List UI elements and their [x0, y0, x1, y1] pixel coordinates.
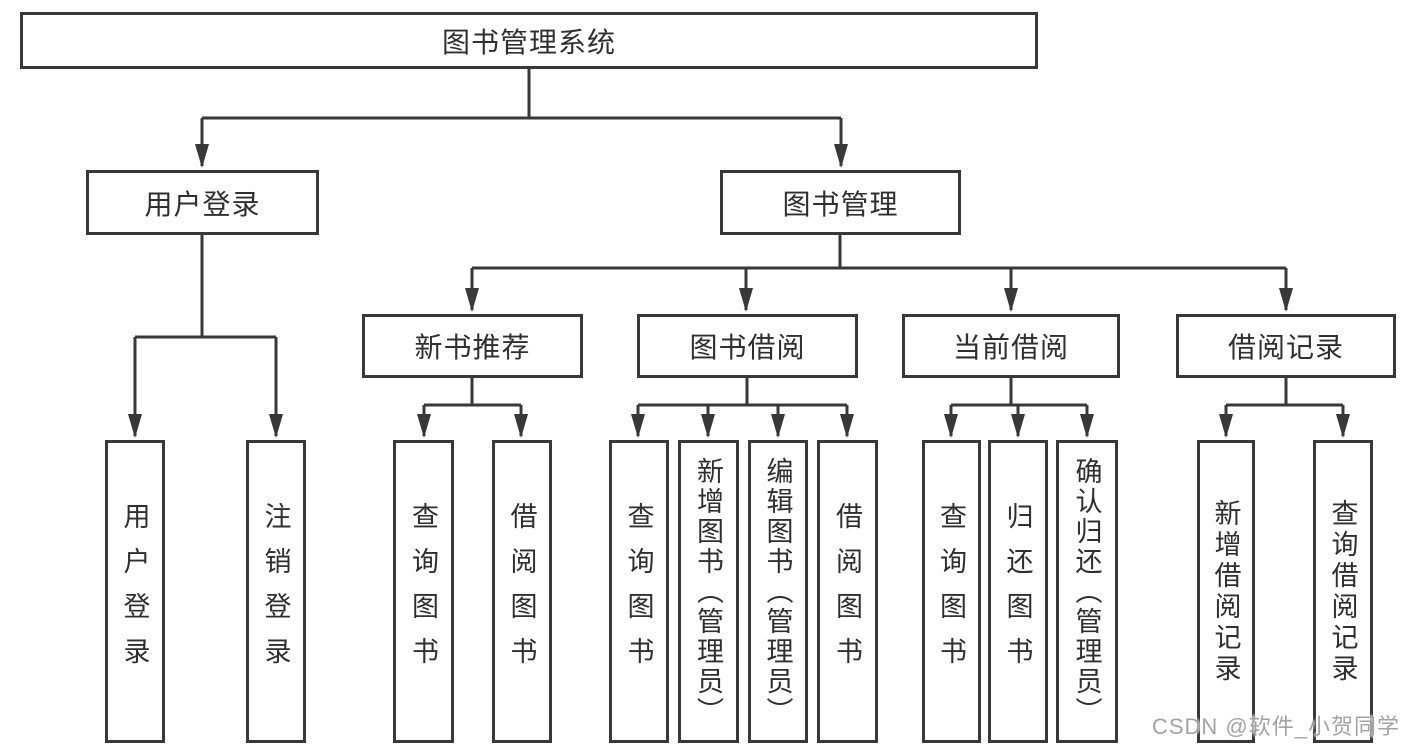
node-label: 新书推荐: [414, 332, 531, 363]
node-label: 图书借阅: [689, 332, 806, 363]
watermark: CSDN @软件_小贺同学: [1151, 714, 1400, 739]
leaf-borrow-books-recommend: 借阅图书: [492, 440, 552, 743]
leaf-edit-book-admin: 编辑图书（管理员）: [748, 440, 808, 743]
leaf-borrow-books-borrowing: 借阅图书: [817, 440, 878, 743]
node-label: 图书管理系统: [441, 26, 616, 58]
node-new-book-recommend: 新书推荐: [362, 314, 583, 378]
node-user-login: 用户登录: [86, 170, 319, 235]
node-book-borrowing: 图书借阅: [637, 314, 858, 378]
node-book-management: 图书管理: [720, 170, 961, 235]
node-label: 用户登录: [144, 188, 261, 220]
leaf-label: 新增图书（管理员）: [693, 456, 723, 727]
leaf-add-book-admin: 新增图书（管理员）: [678, 440, 739, 743]
leaf-label: 查询图书: [408, 501, 438, 682]
leaf-confirm-return-admin: 确认归还（管理员）: [1056, 440, 1118, 743]
leaf-query-books-current: 查询图书: [922, 440, 981, 743]
leaf-user-login: 用户登录: [105, 440, 165, 743]
leaf-query-books-recommend: 查询图书: [393, 440, 454, 743]
node-library-management-system: 图书管理系统: [20, 12, 1038, 69]
leaf-label: 编辑图书（管理员）: [762, 456, 793, 727]
leaf-query-books-borrowing: 查询图书: [609, 440, 669, 743]
node-label: 当前借阅: [952, 332, 1069, 363]
leaf-label: 注销登录: [260, 501, 291, 682]
leaf-logout: 注销登录: [246, 440, 306, 743]
leaf-label: 借阅图书: [832, 501, 862, 682]
leaf-label: 用户登录: [119, 501, 150, 682]
leaf-label: 借阅图书: [506, 501, 537, 682]
node-borrowing-records: 借阅记录: [1176, 314, 1396, 378]
node-label: 借阅记录: [1227, 332, 1344, 363]
node-current-borrowing: 当前借阅: [902, 314, 1120, 378]
leaf-add-borrow-record: 新增借阅记录: [1197, 440, 1255, 743]
leaf-label: 查询借阅记录: [1327, 498, 1358, 685]
leaf-query-borrow-record: 查询借阅记录: [1313, 440, 1373, 743]
node-label: 图书管理: [782, 188, 899, 220]
leaf-label: 确认归还（管理员）: [1071, 456, 1102, 727]
leaf-label: 查询图书: [623, 501, 654, 682]
leaf-return-books: 归还图书: [988, 440, 1048, 743]
leaf-label: 查询图书: [936, 501, 966, 682]
leaf-label: 新增借阅记录: [1210, 498, 1241, 685]
leaf-label: 归还图书: [1002, 501, 1033, 682]
